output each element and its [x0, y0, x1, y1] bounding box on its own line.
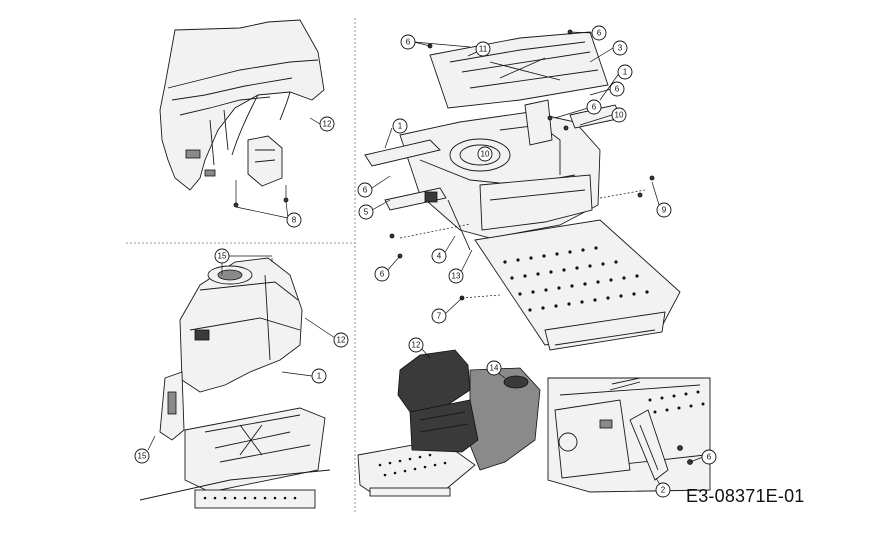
- callout-p2-12: 12: [333, 332, 349, 348]
- callout-p2-1: 1: [311, 368, 327, 384]
- panel-fender-bottom-left: [139, 255, 336, 509]
- panel-main-frame: [364, 29, 681, 351]
- callout-p3-10b: 10: [477, 146, 493, 162]
- callout-p2-15b: 15: [134, 448, 150, 464]
- svg-text:8: 8: [292, 216, 297, 225]
- svg-text:1: 1: [623, 68, 628, 77]
- svg-text:14: 14: [490, 364, 499, 373]
- svg-text:6: 6: [707, 453, 712, 462]
- svg-text:1: 1: [398, 122, 403, 131]
- svg-text:7: 7: [437, 312, 442, 321]
- callout-p3-1a: 1: [617, 64, 633, 80]
- svg-text:9: 9: [662, 206, 667, 215]
- callout-p3-6d: 6: [586, 99, 602, 115]
- panel-assembled-body: [357, 347, 541, 497]
- callout-p1-12: 12: [319, 116, 335, 132]
- svg-text:6: 6: [592, 103, 597, 112]
- callouts: 12 8 15 12 1 15 6 11 6 3 1 6 1 6 10 10 6…: [134, 25, 717, 498]
- callout-p3-13: 13: [448, 268, 464, 284]
- callout-p3-6f: 6: [374, 266, 390, 282]
- svg-text:15: 15: [138, 452, 147, 461]
- svg-text:11: 11: [479, 45, 488, 54]
- svg-text:6: 6: [597, 29, 602, 38]
- svg-text:6: 6: [406, 38, 411, 47]
- callout-p3-11: 11: [475, 41, 491, 57]
- svg-text:10: 10: [481, 150, 490, 159]
- callout-p3-3: 3: [612, 40, 628, 56]
- callout-p4-14: 14: [486, 360, 502, 376]
- svg-text:13: 13: [452, 272, 461, 281]
- callout-p3-5: 5: [358, 204, 374, 220]
- svg-text:6: 6: [615, 85, 620, 94]
- panel-fender-top-left: [159, 19, 325, 219]
- svg-text:12: 12: [412, 341, 421, 350]
- callout-p3-6c: 6: [609, 81, 625, 97]
- svg-text:3: 3: [618, 44, 623, 53]
- callout-p3-6a: 6: [400, 34, 416, 50]
- svg-text:10: 10: [615, 111, 624, 120]
- callout-p3-4: 4: [431, 248, 447, 264]
- callout-p5-2: 2: [655, 482, 671, 498]
- svg-text:1: 1: [317, 372, 322, 381]
- callout-p3-6e: 6: [357, 182, 373, 198]
- callout-p1-8: 8: [286, 212, 302, 228]
- svg-text:5: 5: [364, 208, 369, 217]
- callout-p3-7: 7: [431, 308, 447, 324]
- grid-holes-small-deck: [378, 453, 447, 477]
- svg-text:12: 12: [323, 120, 332, 129]
- grid-holes-lower-left: [203, 496, 297, 500]
- svg-text:6: 6: [380, 270, 385, 279]
- grid-holes-detail: [648, 390, 705, 414]
- svg-text:4: 4: [437, 252, 442, 261]
- panel-detail-bracket: [547, 377, 711, 493]
- callout-p3-10a: 10: [611, 107, 627, 123]
- callout-p3-9: 9: [656, 202, 672, 218]
- grid-holes-deck: [503, 246, 649, 312]
- callout-p5-6: 6: [701, 449, 717, 465]
- callout-p4-12: 12: [408, 337, 424, 353]
- svg-text:2: 2: [661, 486, 666, 495]
- callout-p3-1b: 1: [392, 118, 408, 134]
- svg-text:15: 15: [218, 252, 227, 261]
- svg-text:12: 12: [337, 336, 346, 345]
- svg-text:6: 6: [363, 186, 368, 195]
- drawing-part-code: E3-08371E-01: [686, 486, 805, 506]
- callout-p2-15a: 15: [214, 248, 230, 264]
- callout-p3-6b: 6: [591, 25, 607, 41]
